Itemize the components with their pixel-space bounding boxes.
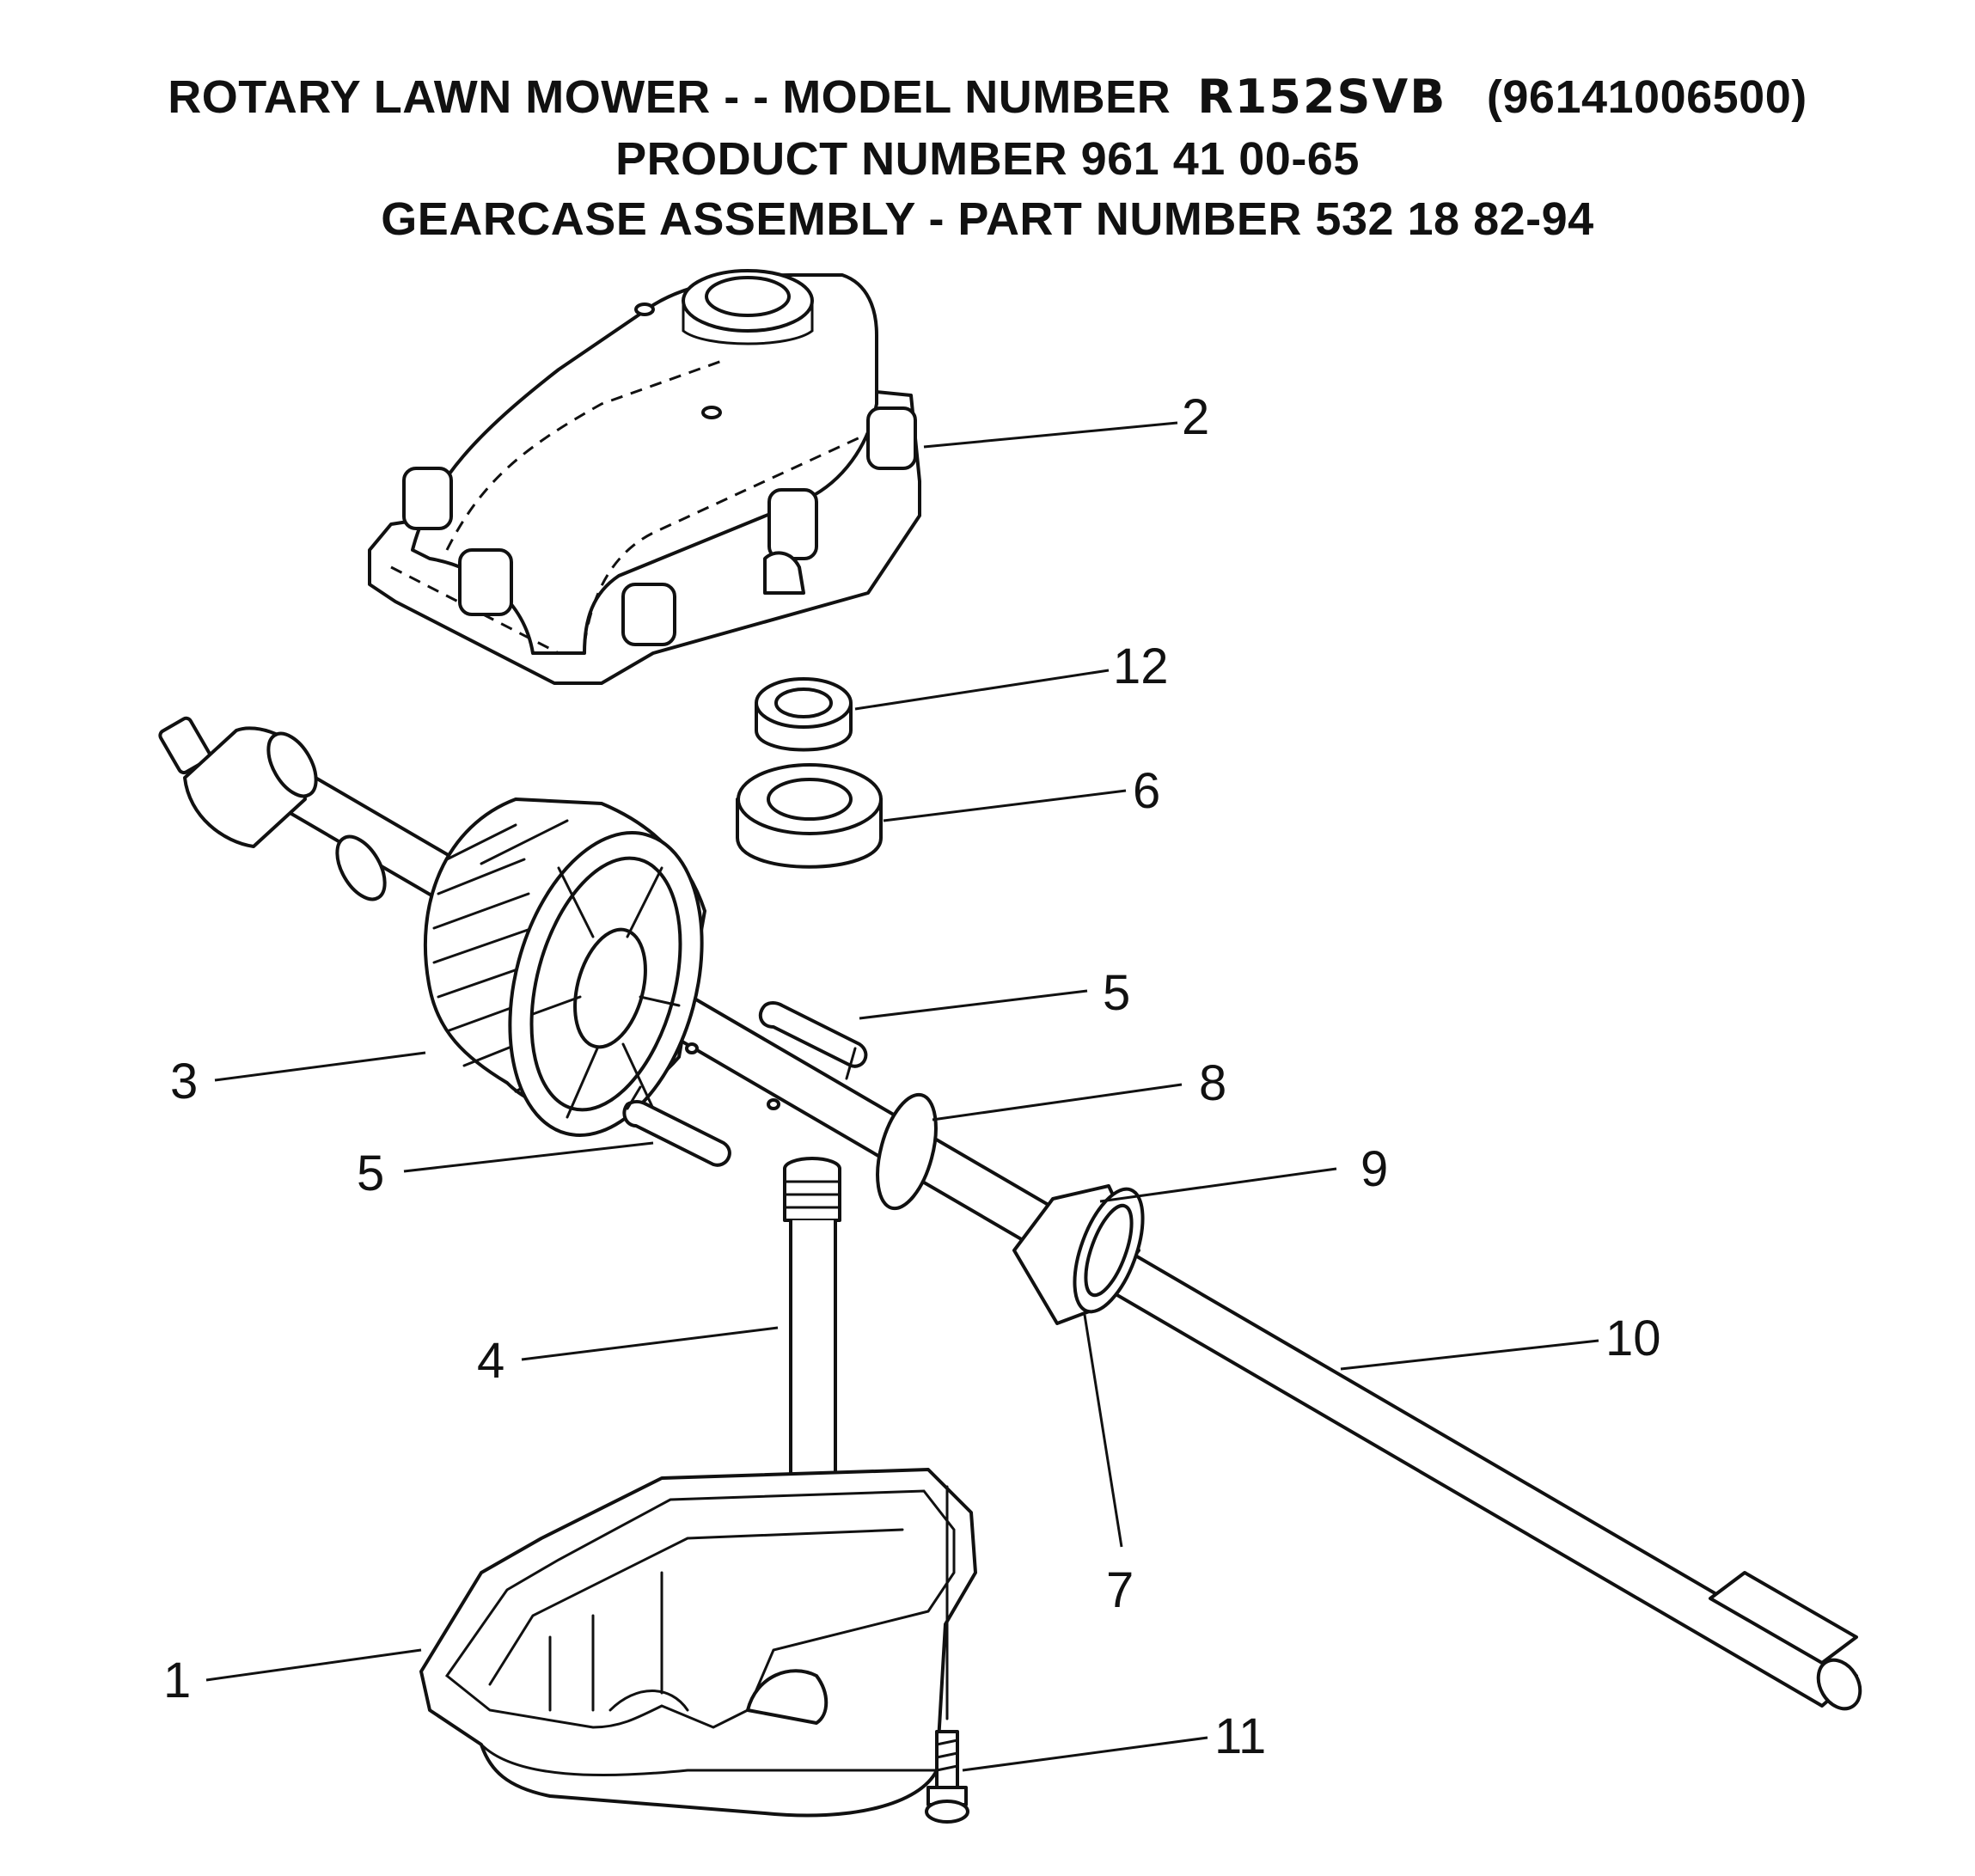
leader-11 xyxy=(962,1736,1208,1772)
leader-7 xyxy=(1083,1314,1123,1548)
title-model-code: (96141006500) xyxy=(1486,71,1807,123)
callout-3: 3 xyxy=(170,1054,198,1109)
callout-6: 6 xyxy=(1133,763,1160,819)
leader-8 xyxy=(932,1083,1183,1121)
leader-2 xyxy=(923,421,1178,449)
part-large-bearing xyxy=(736,763,883,869)
leader-10 xyxy=(1340,1339,1599,1371)
leader-6 xyxy=(883,789,1127,822)
part-screw xyxy=(925,1485,969,1824)
part-small-bearing xyxy=(755,677,853,752)
callout-7: 7 xyxy=(1106,1562,1134,1618)
axle-hole xyxy=(767,1098,780,1110)
leader-12 xyxy=(854,669,1110,711)
callout-5b: 5 xyxy=(357,1146,384,1201)
leader-3 xyxy=(214,1051,426,1082)
callout-4: 4 xyxy=(477,1333,504,1389)
part-axle-end-collar xyxy=(158,716,387,901)
leader-4 xyxy=(521,1326,779,1361)
title-line-2: PRODUCT NUMBER 961 41 00-65 xyxy=(615,133,1360,185)
callout-5a: 5 xyxy=(1103,965,1130,1021)
callout-12: 12 xyxy=(1113,639,1169,694)
axle-hole xyxy=(685,1042,699,1054)
leader-9 xyxy=(1099,1167,1337,1203)
part-gearcase-housing xyxy=(419,1468,977,1818)
part-gearcase-cover xyxy=(368,269,921,685)
callout-2: 2 xyxy=(1182,389,1209,445)
title-line-1: ROTARY LAWN MOWER - - MODEL NUMBER R152S… xyxy=(0,71,1975,123)
callout-9: 9 xyxy=(1360,1141,1388,1197)
part-helical-gear xyxy=(423,797,706,1137)
title-line-3: GEARCASE ASSEMBLY - PART NUMBER 532 18 8… xyxy=(381,193,1594,245)
part-pin-upper xyxy=(758,1001,868,1080)
callout-10: 10 xyxy=(1605,1311,1661,1366)
leader-5b xyxy=(403,1141,654,1173)
part-pin-lower xyxy=(622,1085,731,1167)
part-bushing xyxy=(1012,1184,1145,1325)
leader-5a xyxy=(859,989,1088,1020)
leader-1 xyxy=(205,1648,422,1682)
title-model-label: ROTARY LAWN MOWER - - MODEL NUMBER xyxy=(168,71,1171,123)
callout-1: 1 xyxy=(163,1653,191,1708)
part-washer xyxy=(876,1092,938,1211)
callout-11: 11 xyxy=(1214,1708,1266,1764)
title-model-number: R152SVB xyxy=(1197,70,1447,124)
callout-8: 8 xyxy=(1199,1055,1226,1111)
